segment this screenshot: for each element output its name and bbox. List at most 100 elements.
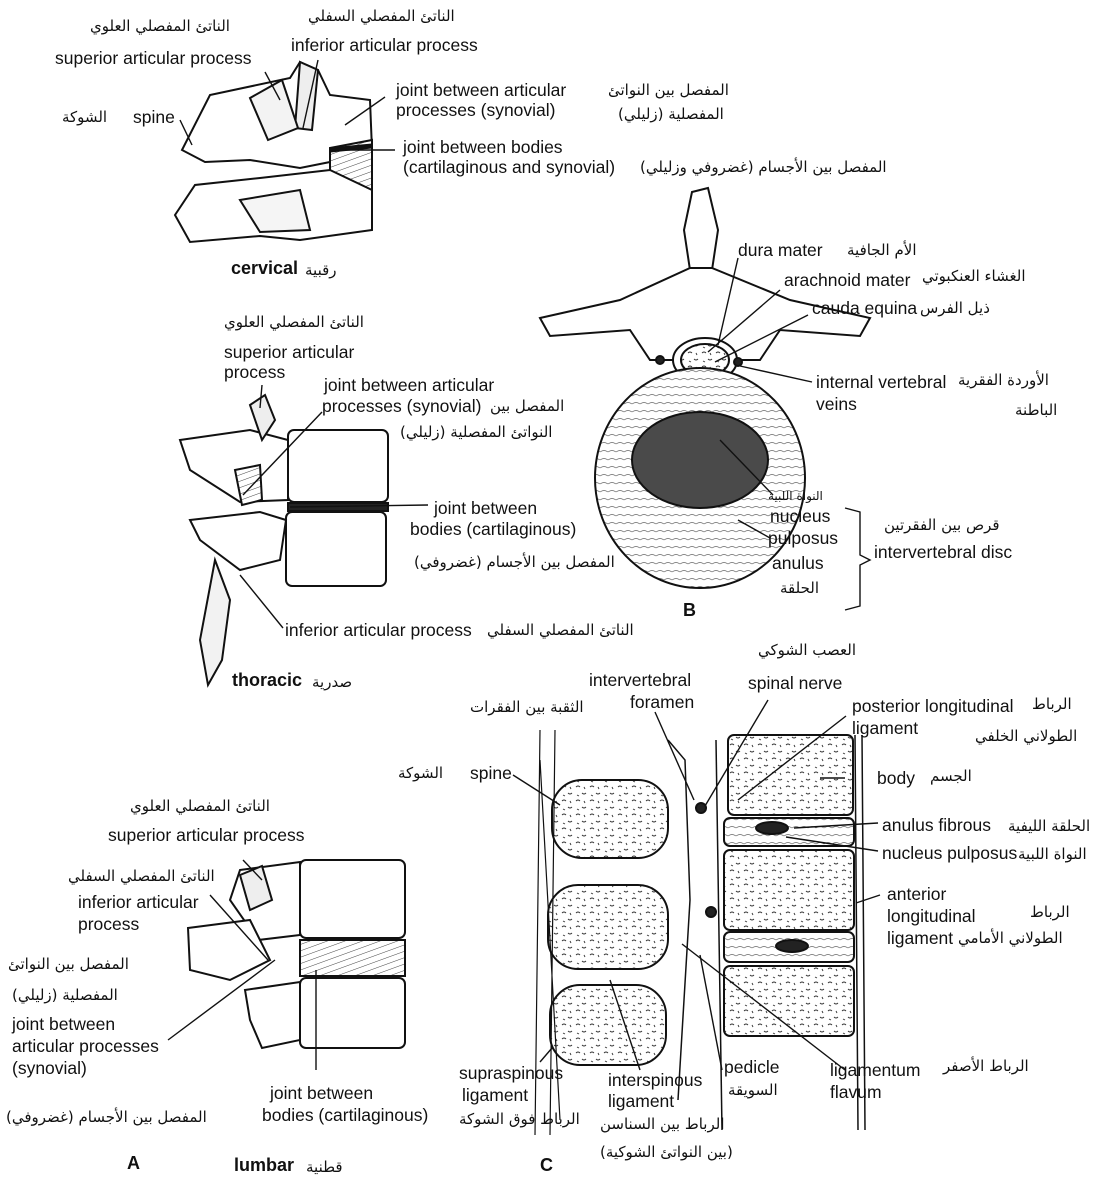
pedicle-label-ar: السويقة xyxy=(728,1080,778,1100)
intervertebral-foramen-label-2: foramen xyxy=(630,692,694,712)
sagittal-section-drawing xyxy=(535,730,870,1135)
lumbar-joint-articular-label-ar: المفصل بين النواتئ xyxy=(8,954,129,974)
supraspinous-ligament-label-2: ligament xyxy=(462,1085,528,1105)
thoracic-joint-articular-label-ar: المفصل بين xyxy=(490,396,564,416)
anulus-label: anulus xyxy=(772,553,824,573)
panel-label-a: A xyxy=(127,1153,140,1173)
anulus-label-ar: الحلقة xyxy=(780,578,819,598)
nucleus-pulposus-label-ar: النواة اللبية xyxy=(768,486,823,506)
nucleus-pulposus-label: nucleus xyxy=(770,506,830,526)
thoracic-title: thoracic xyxy=(232,670,302,690)
posterior-longitudinal-ligament-label-ar: الرباط xyxy=(1032,694,1072,714)
cauda-equina-label-ar: ذيل الفرس xyxy=(920,298,990,318)
supraspinous-ligament-label: supraspinous xyxy=(459,1063,563,1083)
cervical-inferior-articular-label-ar: الناتئ المفصلي السفلي xyxy=(308,6,455,26)
cervical-superior-articular-label: superior articular process xyxy=(55,48,251,68)
lumbar-inferior-articular-label-2: process xyxy=(78,914,139,934)
lumbar-title-ar: قطنية xyxy=(306,1157,343,1177)
thoracic-joint-bodies-label-ar: المفصل بين الأجسام (غضروفي) xyxy=(414,552,615,572)
anterior-longitudinal-ligament-label-2: longitudinal xyxy=(887,906,976,926)
spine-label-ar: الشوكة xyxy=(398,763,443,783)
anulus-fibrous-label-ar: الحلقة الليفية xyxy=(1008,816,1090,836)
lumbar-joint-bodies-label-ar: المفصل بين الأجسام (غضروفي) xyxy=(6,1107,207,1127)
cervical-joint-bodies-label: joint between bodies xyxy=(403,137,563,157)
lumbar-inferior-articular-label-ar: الناتئ المفصلي السفلي xyxy=(68,866,215,886)
thoracic-inferior-articular-label: inferior articular process xyxy=(285,620,472,640)
spine-label: spine xyxy=(470,763,512,783)
cervical-superior-articular-label-ar: الناتئ المفصلي العلوي xyxy=(90,16,230,36)
cervical-spine-label: spine xyxy=(133,107,175,127)
cervical-title: cervical xyxy=(231,258,298,278)
lumbar-joint-articular-label: joint between xyxy=(12,1014,115,1034)
anterior-longitudinal-ligament-label-3: ligament xyxy=(887,928,953,948)
anterior-longitudinal-ligament-label-ar: الرباط xyxy=(1030,902,1070,922)
intervertebral-disc-label-ar: قرص بين الفقرتين xyxy=(884,515,1000,535)
thoracic-inferior-articular-label-ar: الناتئ المفصلي السفلي xyxy=(487,620,634,640)
lumbar-superior-articular-label: superior articular process xyxy=(108,825,304,845)
cervical-title-ar: رقبية xyxy=(305,260,337,280)
lumbar-vertebrae-drawing xyxy=(188,860,405,1048)
lumbar-title: lumbar xyxy=(234,1155,294,1175)
thoracic-title-ar: صدرية xyxy=(312,672,352,692)
dura-mater-label: dura mater xyxy=(738,240,823,260)
body-label: body xyxy=(877,768,915,788)
interspinous-ligament-label-ar-2: (بين النواتئ الشوكية) xyxy=(600,1142,733,1162)
internal-vertebral-veins-label: internal vertebral xyxy=(816,372,946,392)
intervertebral-foramen-label-ar: الثقبة بين الفقرات xyxy=(470,697,584,717)
arachnoid-mater-label-ar: الغشاء العنكبوتي xyxy=(922,266,1025,286)
posterior-longitudinal-ligament-label-2: ligament xyxy=(852,718,918,738)
cervical-joint-bodies-label-ar: المفصل بين الأجسام (غضروفي وزليلي) xyxy=(640,157,887,177)
spinal-nerve-label-ar: العصب الشوكي xyxy=(758,640,856,660)
ligamentum-flavum-label-ar: الرباط الأصفر xyxy=(943,1056,1029,1076)
anterior-longitudinal-ligament-label-ar-2: الطولاني الأمامي xyxy=(958,928,1063,948)
dura-mater-label-ar: الأم الجافية xyxy=(847,240,917,260)
thoracic-superior-articular-label-ar: الناتئ المفصلي العلوي xyxy=(224,312,364,332)
intervertebral-disc-label: intervertebral disc xyxy=(874,542,1012,562)
lumbar-inferior-articular-label: inferior articular xyxy=(78,892,199,912)
cervical-joint-articular-label-ar-2: المفصلية (زليلي) xyxy=(618,104,724,124)
cervical-spine-label-ar: الشوكة xyxy=(62,107,107,127)
pedicle-label: pedicle xyxy=(724,1057,779,1077)
lumbar-joint-articular-label-3: (synovial) xyxy=(12,1058,87,1078)
thoracic-joint-bodies-label-2: bodies (cartilaginous) xyxy=(410,519,576,539)
cervical-inferior-articular-label: inferior articular process xyxy=(291,35,478,55)
cervical-joint-articular-label-2: processes (synovial) xyxy=(396,100,556,120)
nucleus-pulposus-c-label-ar: النواة اللبية xyxy=(1018,844,1087,864)
lumbar-joint-bodies-label-2: bodies (cartilaginous) xyxy=(262,1105,428,1125)
supraspinous-ligament-label-ar: الرباط فوق الشوكة xyxy=(459,1109,580,1129)
panel-label-c: C xyxy=(540,1155,553,1175)
lumbar-joint-articular-label-2: articular processes xyxy=(12,1036,159,1056)
internal-vertebral-veins-label-ar-2: الباطنة xyxy=(1015,400,1057,420)
arachnoid-mater-label: arachnoid mater xyxy=(784,270,910,290)
panel-label-b: B xyxy=(683,600,696,620)
cervical-joint-articular-label-ar: المفصل بين النواتئ xyxy=(608,80,729,100)
lumbar-joint-bodies-label: joint between xyxy=(270,1083,373,1103)
thoracic-joint-articular-label: joint between articular xyxy=(324,375,494,395)
ligamentum-flavum-label-2: flavum xyxy=(830,1082,882,1102)
internal-vertebral-veins-label-ar: الأوردة الفقرية xyxy=(958,370,1049,390)
anterior-longitudinal-ligament-label: anterior xyxy=(887,884,946,904)
thoracic-joint-articular-label-ar-2: النواتئ المفصلية (زليلي) xyxy=(400,422,552,442)
ligamentum-flavum-label: ligamentum xyxy=(830,1060,920,1080)
interspinous-ligament-label: interspinous xyxy=(608,1070,702,1090)
nucleus-pulposus-c-label: nucleus pulposus xyxy=(882,843,1017,863)
interspinous-ligament-label-ar: الرباط بين السناسن xyxy=(600,1114,725,1134)
anulus-fibrous-label: anulus fibrous xyxy=(882,815,991,835)
body-label-ar: الجسم xyxy=(930,766,972,786)
nucleus-pulposus-label-2: pulposus xyxy=(768,528,838,548)
cauda-equina-label: cauda equina xyxy=(812,298,917,318)
posterior-longitudinal-ligament-label: posterior longitudinal xyxy=(852,696,1014,716)
thoracic-joint-articular-label-2: processes (synovial) xyxy=(322,396,482,416)
internal-vertebral-veins-label-2: veins xyxy=(816,394,857,414)
spinal-nerve-label: spinal nerve xyxy=(748,673,842,693)
thoracic-joint-bodies-label: joint between xyxy=(434,498,537,518)
thoracic-vertebrae-drawing xyxy=(180,395,388,685)
thoracic-superior-articular-label-2: process xyxy=(224,362,285,382)
posterior-longitudinal-ligament-label-ar-2: الطولاني الخلفي xyxy=(975,726,1077,746)
cervical-joint-articular-label: joint between articular xyxy=(396,80,566,100)
cervical-joint-bodies-label-2: (cartilaginous and synovial) xyxy=(403,157,615,177)
intervertebral-foramen-label: intervertebral xyxy=(589,670,691,690)
interspinous-ligament-label-2: ligament xyxy=(608,1091,674,1111)
lumbar-joint-articular-label-ar-2: المفصلية (زليلي) xyxy=(12,985,118,1005)
thoracic-superior-articular-label: superior articular xyxy=(224,342,354,362)
